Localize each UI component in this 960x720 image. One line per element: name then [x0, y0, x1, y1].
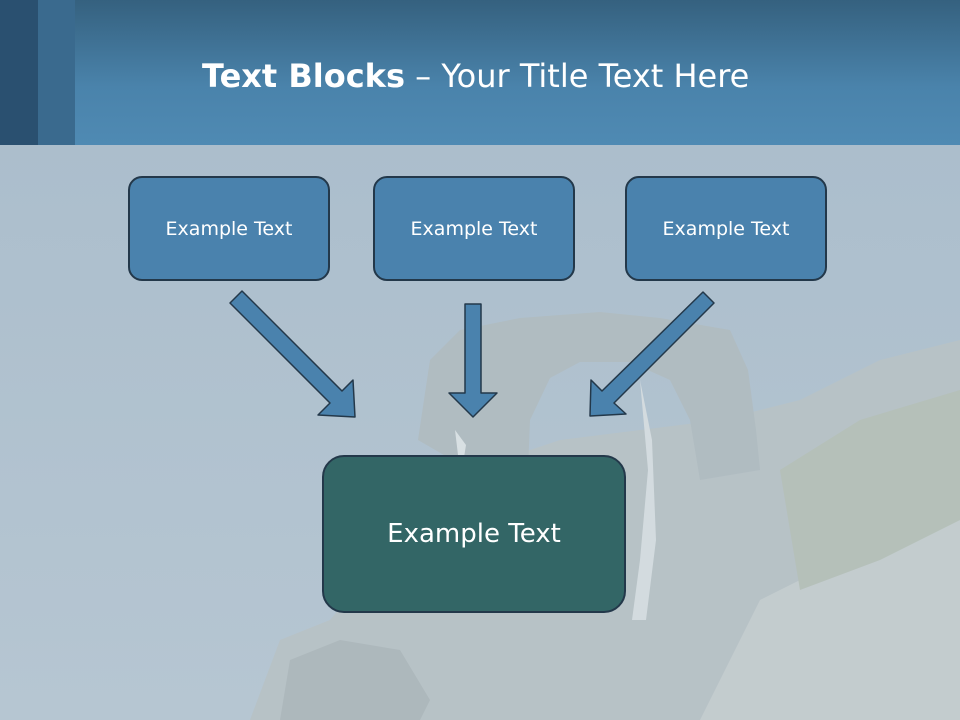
text-block-1: Example Text: [128, 176, 330, 281]
slide-title: Text Blocks – Your Title Text Here: [202, 52, 749, 100]
text-block-2: Example Text: [373, 176, 575, 281]
title-rest: – Your Title Text Here: [415, 57, 750, 95]
target-block-label: Example Text: [387, 519, 561, 549]
text-block-3: Example Text: [625, 176, 827, 281]
header-accent-dark: [0, 0, 38, 145]
header-accent-light: [38, 0, 75, 145]
text-block-3-label: Example Text: [662, 217, 790, 240]
target-block: Example Text: [322, 455, 626, 613]
title-bold: Text Blocks: [202, 57, 405, 95]
text-block-2-label: Example Text: [410, 217, 538, 240]
header-bar: Text Blocks – Your Title Text Here: [0, 0, 960, 145]
text-block-1-label: Example Text: [165, 217, 293, 240]
